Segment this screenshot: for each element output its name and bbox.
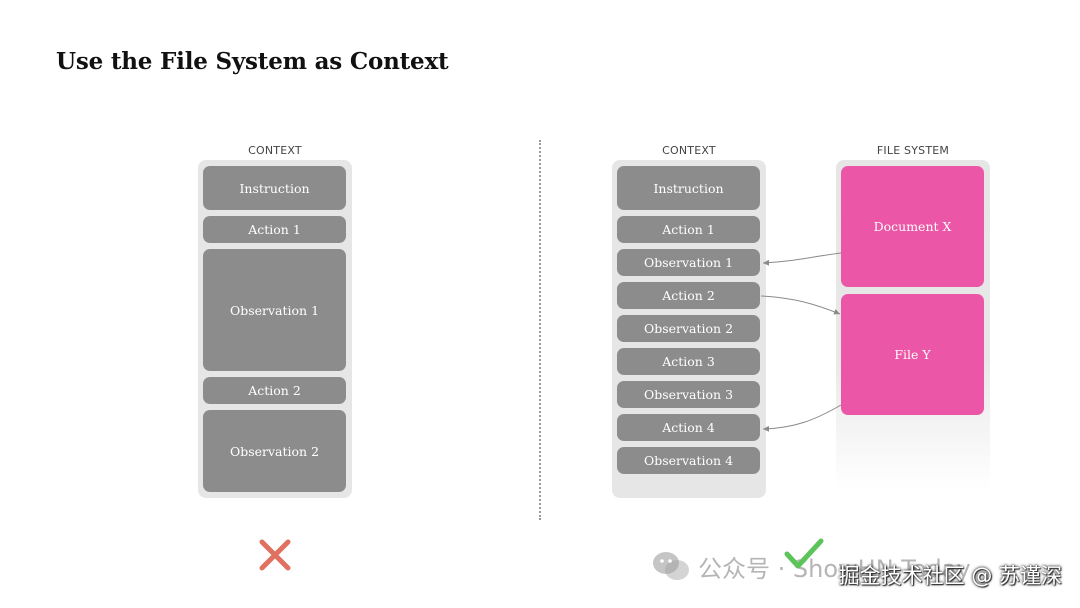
watermark-text: 公众号 · ShowHN Today — [698, 554, 971, 583]
right-block-action-2: Action 2 — [617, 282, 760, 309]
left-context-panel: Instruction Action 1 Observation 1 Actio… — [198, 160, 352, 498]
left-block-instruction: Instruction — [203, 166, 346, 210]
arrow-action-2-to-file-y — [760, 295, 841, 315]
right-block-instruction: Instruction — [617, 166, 760, 210]
left-block-observation-1: Observation 1 — [203, 249, 346, 371]
right-context-label: CONTEXT — [662, 144, 716, 157]
right-block-action-1: Action 1 — [617, 216, 760, 243]
left-block-observation-2: Observation 2 — [203, 410, 346, 492]
right-block-observation-1: Observation 1 — [617, 249, 760, 276]
arrow-file-y-to-action-4 — [762, 404, 842, 432]
wechat-icon — [652, 551, 690, 581]
file-y: File Y — [841, 294, 984, 415]
arrow-document-x-to-observation-1 — [762, 252, 842, 266]
right-block-action-3: Action 3 — [617, 348, 760, 375]
right-block-observation-2: Observation 2 — [617, 315, 760, 342]
left-block-action-2: Action 2 — [203, 377, 346, 404]
file-system-panel: Document X File Y — [836, 160, 990, 490]
left-context-label: CONTEXT — [248, 144, 302, 157]
slide-title: Use the File System as Context — [56, 48, 449, 75]
right-block-observation-4: Observation 4 — [617, 447, 760, 474]
right-block-action-4: Action 4 — [617, 414, 760, 441]
wechat-watermark: 公众号 · ShowHN Today — [652, 546, 971, 586]
file-system-label: FILE SYSTEM — [876, 144, 950, 157]
left-block-action-1: Action 1 — [203, 216, 346, 243]
right-context-panel: Instruction Action 1 Observation 1 Actio… — [612, 160, 766, 498]
section-divider — [539, 140, 541, 520]
file-document-x: Document X — [841, 166, 984, 287]
wrong-x-icon — [259, 539, 291, 571]
correct-check-icon — [784, 538, 824, 569]
right-block-observation-3: Observation 3 — [617, 381, 760, 408]
attribution-text: 掘金技术社区 @ 苏谨深 — [838, 564, 1062, 588]
